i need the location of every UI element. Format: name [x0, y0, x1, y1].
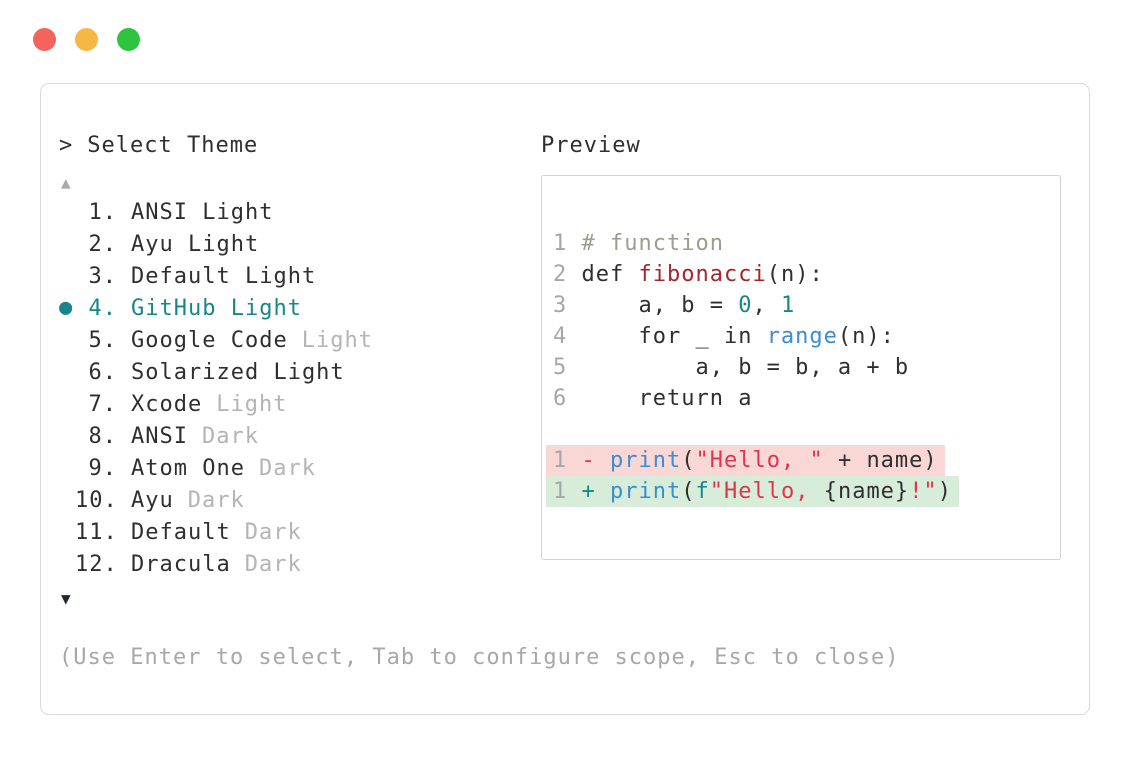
theme-item-label: Solarized Light — [131, 359, 345, 385]
theme-item-number: 3. — [88, 263, 117, 289]
theme-item-label: Xcode — [131, 391, 203, 417]
theme-item-ayu[interactable]: 10. Ayu Dark — [59, 484, 541, 516]
theme-item-label: Google Code — [131, 327, 288, 353]
theme-item-label: Atom One — [131, 455, 245, 481]
footer-hint: (Use Enter to select, Tab to configure s… — [59, 645, 900, 670]
theme-item-label: Default — [131, 519, 231, 545]
scroll-down-icon[interactable]: ▼ — [61, 589, 71, 608]
theme-item-number: 11. — [75, 519, 118, 545]
theme-item-default-light[interactable]: 3. Default Light — [59, 260, 541, 292]
diff-removed-highlight: 1 - print("Hello, " + name) — [546, 445, 945, 476]
code-preview: 1 # function 2 def fibonacci(n): 3 a, b = … — [541, 175, 1061, 560]
window-controls — [33, 28, 140, 51]
theme-item-label: GitHub Light — [131, 295, 302, 321]
theme-item-number: 1. — [88, 199, 117, 225]
theme-selector: > Select Theme ▲ 1. ANSI Light 2. Ayu Light 3… — [59, 130, 541, 612]
selected-bullet-icon: ● — [59, 295, 74, 320]
theme-item-label: Default Light — [131, 263, 317, 289]
code-line: 4 for _ in range(n): — [553, 324, 895, 349]
code-line: 5 a, b = b, a + b — [553, 355, 910, 380]
theme-item-number: 7. — [88, 391, 117, 417]
theme-item-number: 12. — [75, 551, 118, 577]
theme-item-variant-label: Dark — [187, 487, 245, 513]
diff-added-line: 1 + print(f"Hello, {name}!") — [546, 476, 1060, 507]
theme-item-variant-label: Dark — [244, 519, 302, 545]
theme-item-label: Dracula — [131, 551, 231, 577]
scroll-up-icon[interactable]: ▲ — [61, 173, 71, 192]
theme-item-variant-label: Light — [216, 391, 288, 417]
preview-title: Preview — [541, 133, 641, 158]
theme-item-number: 9. — [88, 455, 117, 481]
code-line: 1 # function — [553, 231, 724, 256]
selector-title-text: Select Theme — [87, 133, 259, 158]
theme-item-label: ANSI — [131, 423, 188, 449]
theme-item-default[interactable]: 11. Default Dark — [59, 516, 541, 548]
diff-removed-line: 1 - print("Hello, " + name) — [546, 445, 1060, 476]
selector-title: > Select Theme — [59, 130, 541, 162]
close-button[interactable] — [33, 28, 56, 51]
theme-item-label: ANSI Light — [131, 199, 274, 225]
theme-item-xcode[interactable]: 7. Xcode Light — [59, 388, 541, 420]
theme-item-number: 6. — [88, 359, 117, 385]
theme-item-atom-one[interactable]: 9. Atom One Dark — [59, 452, 541, 484]
theme-item-number: 2. — [88, 231, 117, 257]
theme-item-ansi-light[interactable]: 1. ANSI Light — [59, 196, 541, 228]
prompt-chevron-icon: > — [59, 133, 74, 158]
theme-item-variant-label: Dark — [244, 551, 302, 577]
theme-item-variant-label: Light — [301, 327, 373, 353]
minimize-button[interactable] — [75, 28, 98, 51]
diff-added-highlight: 1 + print(f"Hello, {name}!") — [546, 476, 959, 507]
theme-list: 1. ANSI Light 2. Ayu Light 3. Default Light ● 4… — [59, 196, 541, 580]
theme-item-google-code[interactable]: 5. Google Code Light — [59, 324, 541, 356]
theme-item-variant-label: Dark — [201, 423, 259, 449]
theme-item-label: Ayu Light — [131, 231, 260, 257]
theme-item-variant-label: Dark — [258, 455, 316, 481]
theme-item-ansi[interactable]: 8. ANSI Dark — [59, 420, 541, 452]
blank-line — [553, 414, 1060, 445]
theme-item-number: 5. — [88, 327, 117, 353]
maximize-button[interactable] — [117, 28, 140, 51]
theme-item-solarized-light[interactable]: 6. Solarized Light — [59, 356, 541, 388]
theme-picker-panel: > Select Theme ▲ 1. ANSI Light 2. Ayu Light 3… — [40, 83, 1090, 715]
theme-item-github-light[interactable]: ● 4. GitHub Light — [59, 292, 541, 324]
theme-item-number: 10. — [75, 487, 118, 513]
preview-pane: Preview 1 # function 2 def fibonacci(n): 3… — [541, 130, 1064, 560]
theme-item-number: 8. — [88, 423, 117, 449]
theme-item-number: 4. — [88, 295, 117, 321]
code-line: 6 return a — [553, 386, 753, 411]
code-line: 2 def fibonacci(n): — [553, 262, 824, 287]
theme-item-dracula[interactable]: 12. Dracula Dark — [59, 548, 541, 580]
theme-item-label: Ayu — [131, 487, 174, 513]
theme-item-ayu-light[interactable]: 2. Ayu Light — [59, 228, 541, 260]
code-line: 3 a, b = 0, 1 — [553, 293, 796, 318]
